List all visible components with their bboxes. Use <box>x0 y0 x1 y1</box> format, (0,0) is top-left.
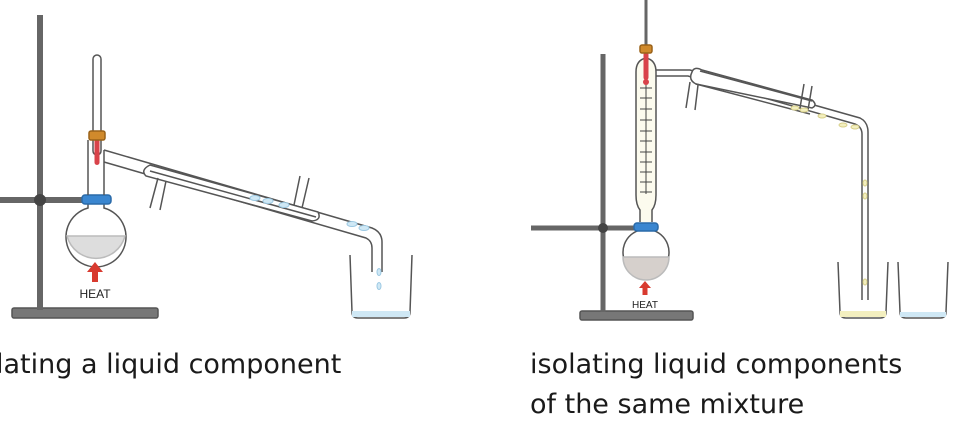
beaker-1-liquid <box>840 311 886 317</box>
heat-label: HEAT <box>632 300 658 311</box>
beaker-2-liquid <box>900 312 946 317</box>
simple-distillation-apparatus: HEAT <box>0 15 413 319</box>
condensate-drops <box>249 195 382 290</box>
heat-arrow <box>87 262 103 282</box>
beaker-1 <box>837 261 889 319</box>
stopper <box>639 44 653 54</box>
heat-arrow <box>639 281 651 295</box>
heat-label: HEAT <box>79 287 111 301</box>
fractional-distillation-apparatus: HEAT <box>531 0 949 321</box>
thermometer-mercury <box>643 52 649 80</box>
condenser-jacket <box>689 67 816 109</box>
delivery-tube <box>656 69 869 300</box>
water-outlet <box>293 175 310 209</box>
clamp-ring <box>633 222 659 232</box>
thermometer-mercury <box>94 133 100 165</box>
right-caption-line2: of the same mixture <box>530 389 805 420</box>
stopper <box>88 130 106 141</box>
flask-liquid <box>66 235 126 260</box>
clamp-joint <box>598 223 608 233</box>
inner-tube <box>149 170 317 218</box>
clamp-ring <box>81 194 112 205</box>
water-inlet <box>149 177 167 211</box>
thermometer-bulb <box>643 79 649 85</box>
condensate-drops <box>790 105 868 286</box>
stand-base <box>11 307 159 319</box>
flask-liquid <box>622 256 670 281</box>
still-head <box>87 140 105 195</box>
delivery-tube <box>103 149 383 272</box>
beaker-2 <box>897 261 949 319</box>
left-caption: lating a liquid component <box>0 349 342 380</box>
water-inlet <box>685 81 699 111</box>
water-outlet <box>799 83 813 111</box>
right-caption-line1: isolating liquid components <box>530 349 903 380</box>
stand-base <box>579 310 694 321</box>
column-graduations <box>640 84 652 194</box>
clamp-joint <box>34 194 46 206</box>
beaker-liquid <box>352 311 410 317</box>
